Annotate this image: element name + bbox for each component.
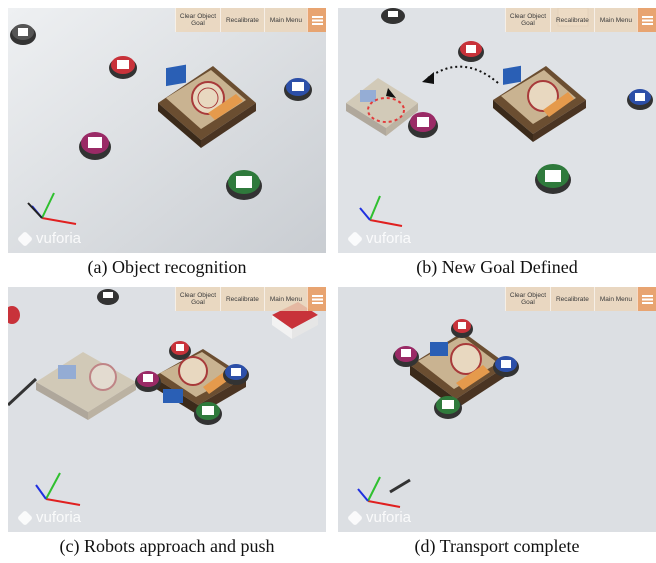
object-box	[493, 65, 586, 142]
ar-scene	[338, 8, 656, 253]
recalibrate-button[interactable]: Recalibrate	[549, 8, 594, 32]
recalibrate-button[interactable]: Recalibrate	[219, 8, 264, 32]
hamburger-icon	[311, 294, 323, 304]
robot-magenta	[79, 132, 111, 160]
panel-a-object-recognition: Clear Object Goal Recalibrate Main Menu …	[8, 8, 326, 253]
robot-black	[97, 289, 119, 305]
ar-scene	[338, 287, 656, 532]
robot-red	[451, 319, 473, 338]
robot-blue	[493, 356, 519, 377]
caption-d: (d) Transport complete	[414, 536, 580, 556]
hamburger-icon	[311, 15, 323, 25]
panel-d-transport-complete: Clear Object Goal Recalibrate Main Menu …	[338, 287, 656, 532]
vuforia-watermark: vuforia	[347, 509, 411, 526]
floor-tool	[389, 478, 411, 494]
main-menu-button[interactable]: Main Menu	[263, 8, 307, 32]
vuforia-logo-icon	[347, 509, 363, 526]
robot-green	[535, 164, 571, 194]
object-box	[410, 332, 508, 409]
clear-object-goal-button[interactable]: Clear Object Goal	[174, 8, 220, 32]
ar-toolbar: Clear Object Goal Recalibrate Main Menu	[504, 287, 656, 311]
robot-magenta	[135, 371, 161, 392]
robot-black	[10, 24, 36, 45]
hamburger-icon	[641, 294, 653, 304]
goal-ghost-box	[36, 352, 136, 420]
robot-green	[194, 402, 222, 425]
ar-scene	[8, 8, 326, 253]
robot-black	[381, 8, 405, 24]
coordinate-axes	[27, 192, 77, 225]
coordinate-axes	[357, 476, 401, 508]
hamburger-menu-button[interactable]	[637, 287, 656, 311]
goal-ghost-box	[346, 78, 418, 136]
caption-a: (a) Object recognition	[87, 257, 247, 277]
vuforia-logo-icon	[17, 509, 33, 526]
robot-red	[458, 41, 484, 62]
coordinate-axes	[359, 195, 403, 227]
main-menu-button[interactable]: Main Menu	[593, 8, 637, 32]
ar-toolbar: Clear Object Goal Recalibrate Main Menu	[174, 287, 326, 311]
hamburger-menu-button[interactable]	[307, 8, 326, 32]
robot-green	[226, 170, 262, 200]
ar-toolbar: Clear Object Goal Recalibrate Main Menu	[504, 8, 656, 32]
goal-rotation-path	[367, 97, 405, 123]
ar-scene	[8, 287, 326, 532]
clear-object-goal-button[interactable]: Clear Object Goal	[504, 8, 550, 32]
robot-red	[109, 56, 137, 79]
floor-tool	[8, 377, 38, 407]
caption-c: (c) Robots approach and push	[59, 536, 275, 556]
robot-blue	[627, 89, 653, 110]
clear-object-goal-button[interactable]: Clear Object Goal	[504, 287, 550, 311]
robot-blue	[223, 364, 249, 385]
main-menu-button[interactable]: Main Menu	[263, 287, 307, 311]
main-menu-button[interactable]: Main Menu	[593, 287, 637, 311]
recalibrate-button[interactable]: Recalibrate	[219, 287, 264, 311]
panel-c-robots-approach-and-push: Clear Object Goal Recalibrate Main Menu …	[8, 287, 326, 532]
robot-green	[434, 396, 462, 419]
vuforia-logo-icon	[347, 230, 363, 247]
move-arrow-head	[422, 72, 434, 84]
goal-direction-arrow	[386, 88, 396, 98]
robot-blue	[284, 78, 312, 101]
coordinate-axes	[35, 472, 81, 506]
hamburger-menu-button[interactable]	[307, 287, 326, 311]
robot-red	[169, 341, 191, 360]
vuforia-watermark: vuforia	[17, 230, 81, 247]
caption-b: (b) New Goal Defined	[416, 257, 578, 277]
recalibrate-button[interactable]: Recalibrate	[549, 287, 594, 311]
object-box	[158, 64, 256, 148]
hamburger-menu-button[interactable]	[637, 8, 656, 32]
clear-object-goal-button[interactable]: Clear Object Goal	[174, 287, 220, 311]
robot-red-edge	[8, 306, 20, 324]
panel-b-new-goal-defined: Clear Object Goal Recalibrate Main Menu …	[338, 8, 656, 253]
robot-magenta	[393, 346, 419, 367]
robot-magenta	[408, 112, 438, 138]
vuforia-logo-icon	[17, 230, 33, 247]
vuforia-watermark: vuforia	[17, 509, 81, 526]
vuforia-watermark: vuforia	[347, 230, 411, 247]
ar-toolbar: Clear Object Goal Recalibrate Main Menu	[174, 8, 326, 32]
hamburger-icon	[641, 15, 653, 25]
